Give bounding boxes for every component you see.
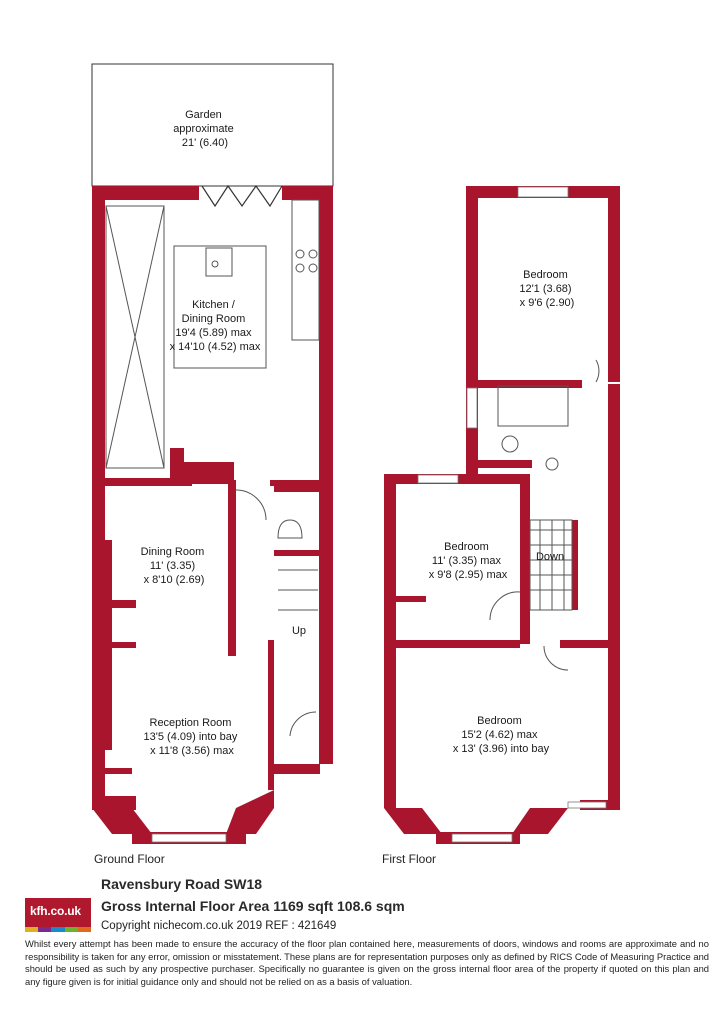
garden-outline [91,63,334,187]
fixtures [105,199,600,737]
first-floor-label: First Floor [382,852,436,866]
floor-plan-diagram: Garden approximate 21' (6.40) Kitchen / … [91,63,620,844]
property-address: Ravensbury Road SW18 [101,876,263,892]
ground-floor-label: Ground Floor [94,852,165,866]
garden-label: Garden approximate 21' (6.40) [173,109,237,149]
kitchen-label: Kitchen / Dining Room 19'4 (5.89) max x … [170,299,261,353]
ground-floor-walls [92,186,333,844]
dining-room-label: Dining Room 11' (3.35) x 8'10 (2.69) [141,546,208,586]
copyright-line: Copyright nichecom.co.uk 2019 REF : 4216… [101,920,337,932]
windows [151,186,607,843]
bifold-doors [201,184,283,208]
bedroom-rear-label: Bedroom 12'1 (3.68) x 9'6 (2.90) [519,269,574,309]
bedroom-front-label: Bedroom 15'2 (4.62) max x 13' (3.96) int… [453,715,550,755]
gross-internal-area: Gross Internal Floor Area 1169 sqft 108.… [101,898,405,914]
stairs-up-label: Up [292,625,306,637]
kfh-logo: kfh.co.uk [25,898,91,932]
disclaimer: Whilst every attempt has been made to en… [25,938,709,987]
bedroom-middle-label: Bedroom 11' (3.35) max x 9'8 (2.95) max [429,541,508,581]
stairs-down-label: Down [536,551,564,563]
reception-room-label: Reception Room 13'5 (4.09) into bay x 11… [144,717,241,757]
